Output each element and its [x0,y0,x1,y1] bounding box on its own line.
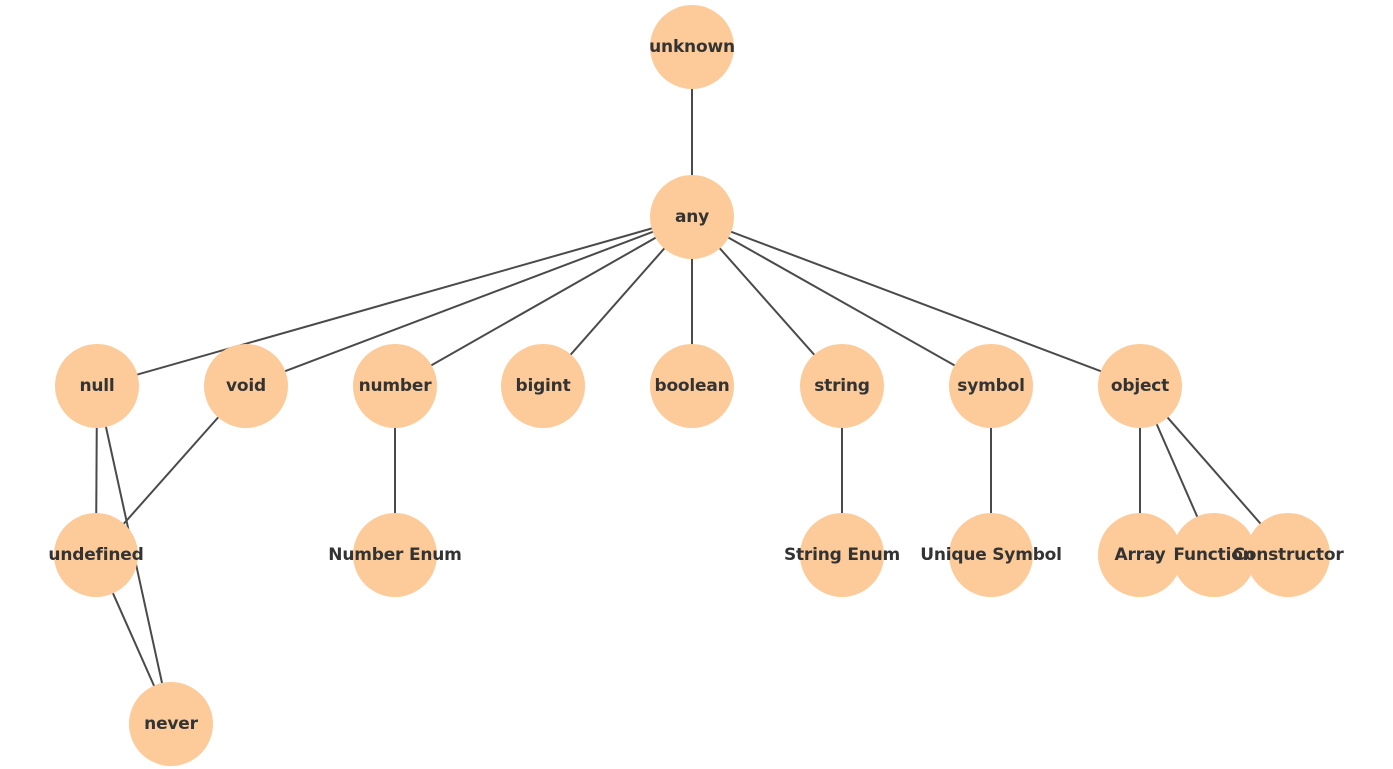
graph-node-undefined[interactable] [54,513,138,597]
graph-node-any[interactable] [650,175,734,259]
graph-node-label-null: null [79,376,115,396]
graph-node-label-boolean: boolean [654,376,730,396]
graph-node-unique-symbol[interactable] [949,513,1033,597]
graph-node-label-symbol: symbol [957,376,1025,396]
graph-node-label-number-enum: Number Enum [328,545,462,565]
graph-node-label-object: object [1110,376,1170,396]
graph-node-label-constructor: Constructor [1232,545,1344,565]
graph-node-label-function: Function [1173,545,1255,565]
graph-node-label-never: never [144,714,198,734]
graph-node-label-array: Array [1114,545,1166,565]
graph-node-string[interactable] [800,344,884,428]
graph-node-number[interactable] [353,344,437,428]
graph-node-string-enum[interactable] [800,513,884,597]
graph-node-label-unknown: unknown [649,37,735,57]
graph-node-number-enum[interactable] [353,513,437,597]
graph-node-label-bigint: bigint [515,376,571,396]
graph-node-boolean[interactable] [650,344,734,428]
graph-node-array[interactable] [1098,513,1182,597]
graph-node-label-unique-symbol: Unique Symbol [920,545,1062,565]
graph-node-bigint[interactable] [501,344,585,428]
graph-node-label-number: number [358,376,432,396]
graph-node-function[interactable] [1172,513,1256,597]
graph-edge [691,216,1141,387]
graph-node-label-string: string [814,376,870,396]
graph-node-label-string-enum: String Enum [783,545,901,565]
graph-node-never[interactable] [129,682,213,766]
graph-edge [245,216,693,387]
graph-node-symbol[interactable] [949,344,1033,428]
graph-node-label-undefined: undefined [48,545,144,565]
graph-node-object[interactable] [1098,344,1182,428]
graph-node-unknown[interactable] [650,5,734,89]
graph-node-void[interactable] [204,344,288,428]
graph-node-null[interactable] [55,344,139,428]
graph-node-constructor[interactable] [1246,513,1330,597]
graph-node-label-any: any [674,207,710,227]
graph-node-label-void: void [226,376,266,396]
